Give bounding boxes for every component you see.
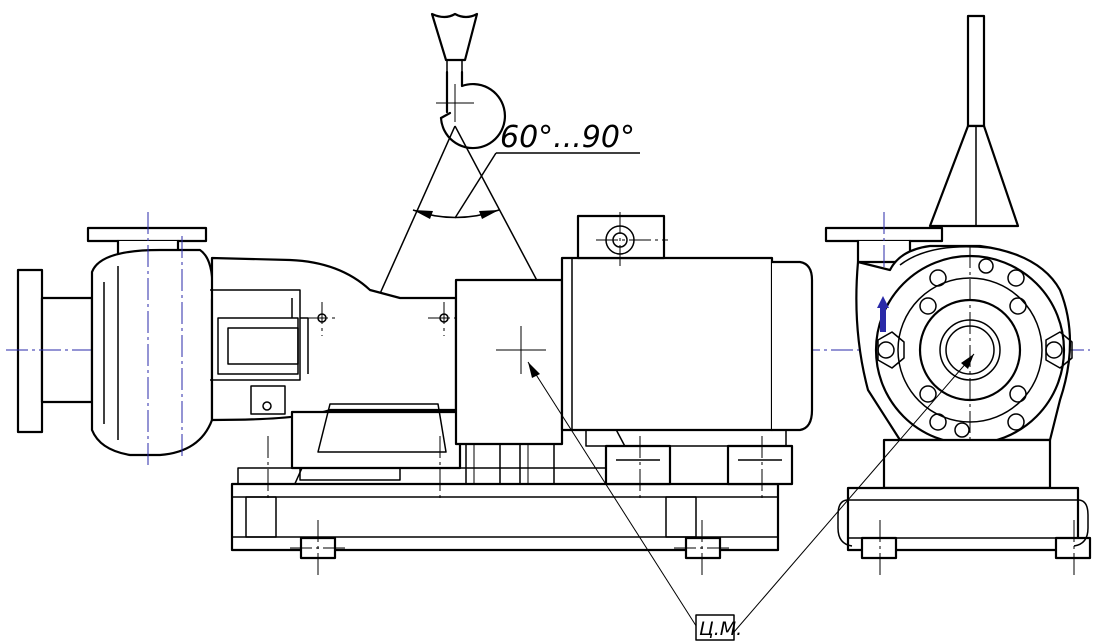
center-of-mass-box [695,614,735,641]
pump-side-view [6,212,1090,500]
coupling-guard [454,278,564,485]
pump-front-view [824,14,1092,576]
sling-angle-dimension: 60°...90° [412,120,640,219]
electric-motor [560,212,814,500]
center-of-mass-label: Ц.М. [699,618,742,640]
center-of-mass-leaders: Ц.М. [527,353,975,641]
rotation-arrow-icon [877,296,889,332]
base-frame [230,467,780,576]
center-of-mass-side [496,326,546,374]
crane-hook [430,12,507,150]
sling-angle-label: 60°...90° [500,120,635,155]
